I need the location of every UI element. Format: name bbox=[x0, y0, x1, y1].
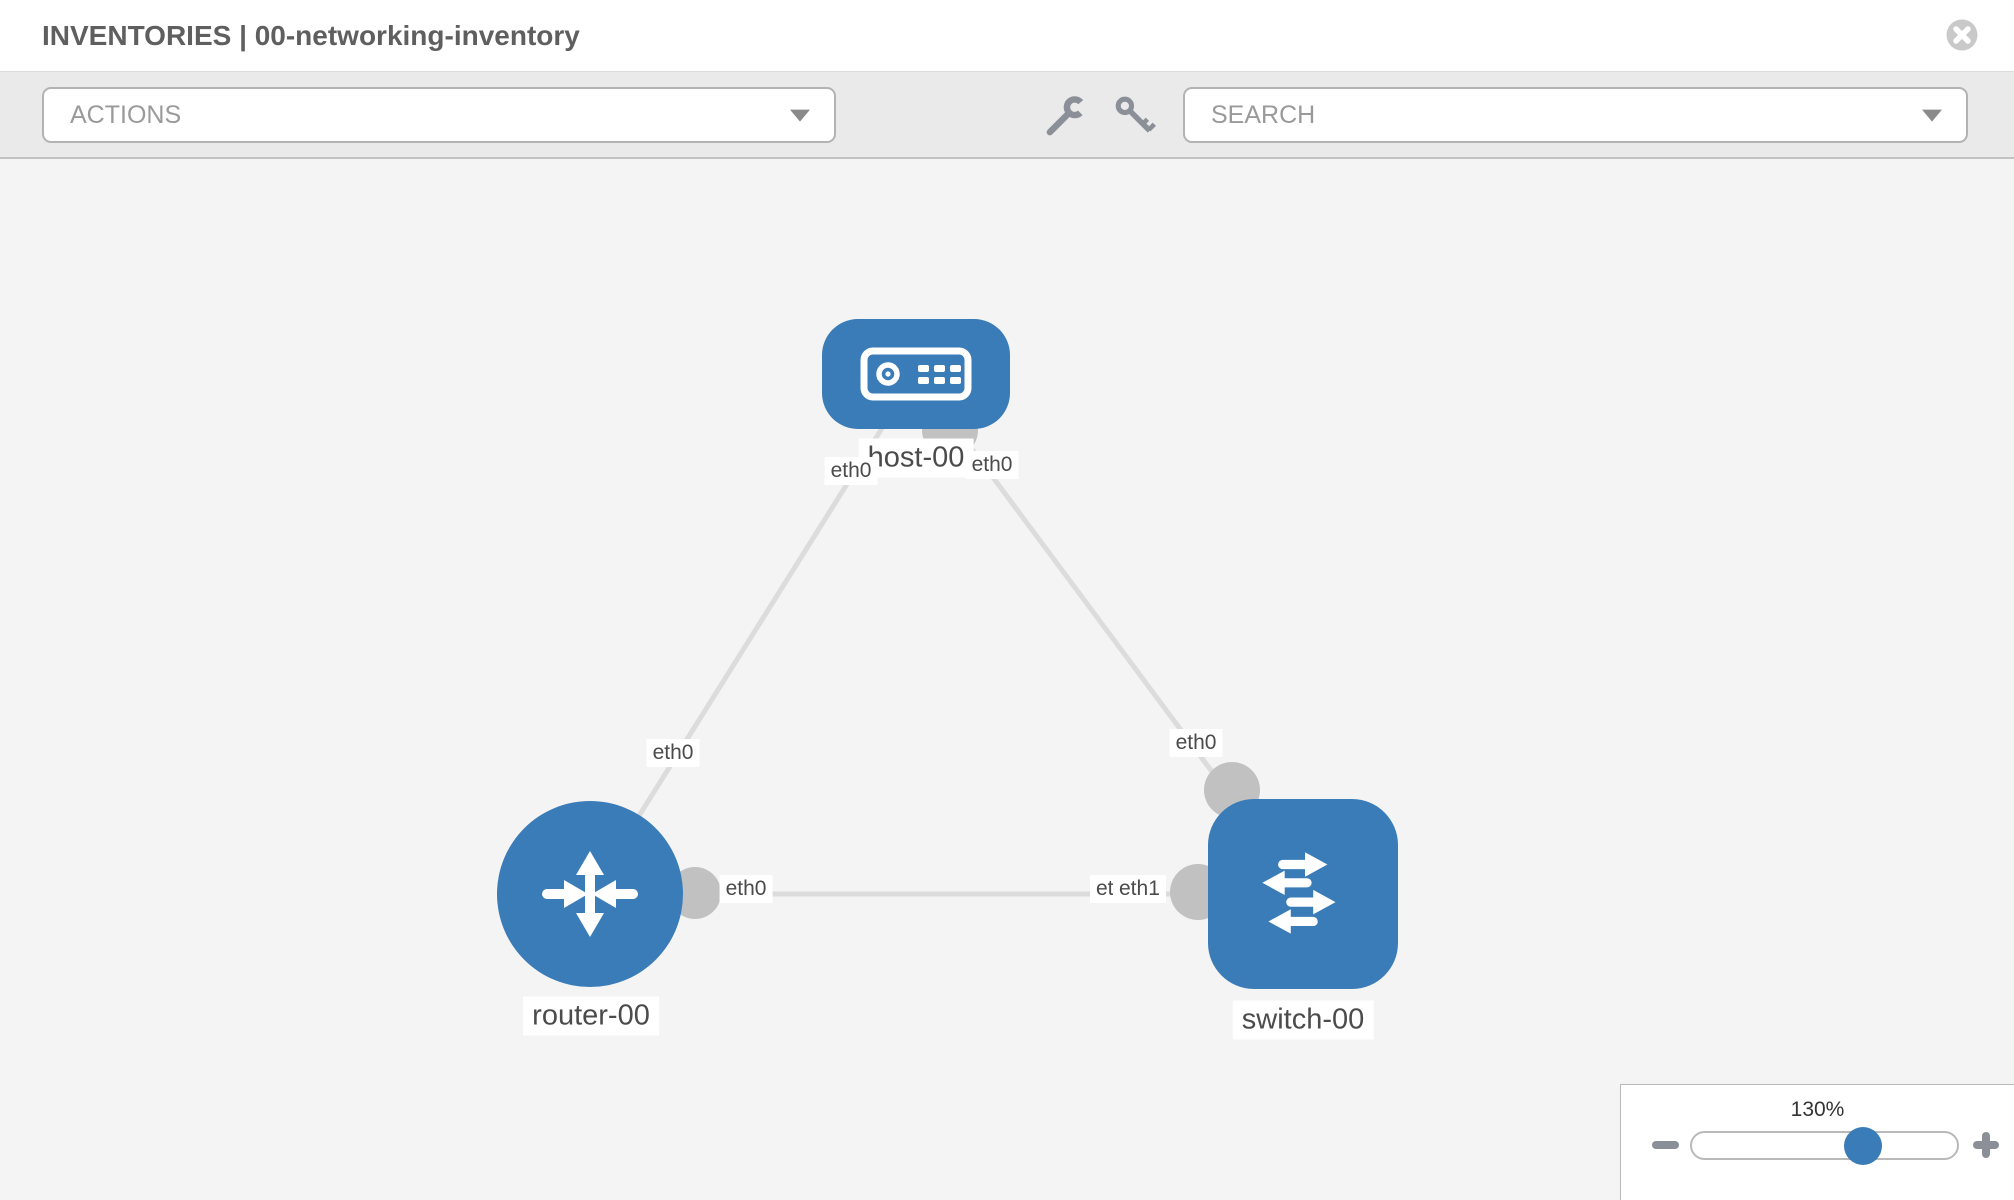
credentials-button[interactable] bbox=[1112, 93, 1158, 139]
host-icon bbox=[860, 347, 972, 401]
topology-links-layer bbox=[587, 372, 1306, 920]
iface-label: eth0 bbox=[824, 457, 878, 485]
page-header: INVENTORIES | 00-networking-inventory bbox=[0, 0, 2014, 72]
node-switch-00[interactable] bbox=[1208, 799, 1398, 989]
zoom-out-button[interactable] bbox=[1652, 1141, 1679, 1149]
close-button[interactable] bbox=[1944, 17, 1980, 53]
zoom-level-value: 130% bbox=[1790, 1098, 1845, 1121]
configure-button[interactable] bbox=[1043, 93, 1089, 139]
key-icon bbox=[1115, 96, 1156, 133]
zoom-panel: 130% bbox=[1620, 1084, 2014, 1200]
toolbar: ACTIONS SEARCH bbox=[0, 72, 2014, 159]
switch-icon bbox=[1262, 852, 1336, 934]
iface-label: eth1 bbox=[1113, 875, 1166, 903]
zoom-slider-row bbox=[1621, 1126, 2014, 1169]
search-dropdown-label: SEARCH bbox=[1211, 100, 1316, 129]
iface-label: eth0 bbox=[646, 739, 700, 767]
iface-label: eth0 bbox=[719, 875, 773, 903]
iface-label: eth0 bbox=[965, 451, 1019, 479]
chevron-down-icon bbox=[790, 109, 810, 122]
chevron-down-icon bbox=[1922, 109, 1942, 122]
router-icon bbox=[542, 851, 638, 937]
close-icon bbox=[1946, 19, 1978, 51]
actions-dropdown[interactable]: ACTIONS bbox=[42, 87, 836, 143]
node-host-00[interactable] bbox=[822, 319, 1010, 429]
actions-dropdown-label: ACTIONS bbox=[70, 100, 182, 129]
wrench-icon bbox=[1046, 96, 1086, 136]
node-label-host: host-00 bbox=[858, 438, 974, 478]
node-label-router: router-00 bbox=[523, 996, 659, 1036]
zoom-slider[interactable] bbox=[1690, 1126, 1959, 1165]
node-router-00[interactable] bbox=[497, 801, 683, 987]
iface-label: eth0 bbox=[1169, 729, 1223, 757]
zoom-slider-thumb[interactable] bbox=[1843, 1126, 1882, 1165]
node-label-switch: switch-00 bbox=[1232, 1000, 1374, 1040]
topology-canvas[interactable]: host-00 router-00 switch-00 eth0 eth0 et… bbox=[0, 161, 2014, 1200]
search-dropdown[interactable]: SEARCH bbox=[1183, 87, 1968, 143]
zoom-in-button[interactable] bbox=[1972, 1131, 2000, 1159]
page-title: INVENTORIES | 00-networking-inventory bbox=[42, 19, 580, 51]
